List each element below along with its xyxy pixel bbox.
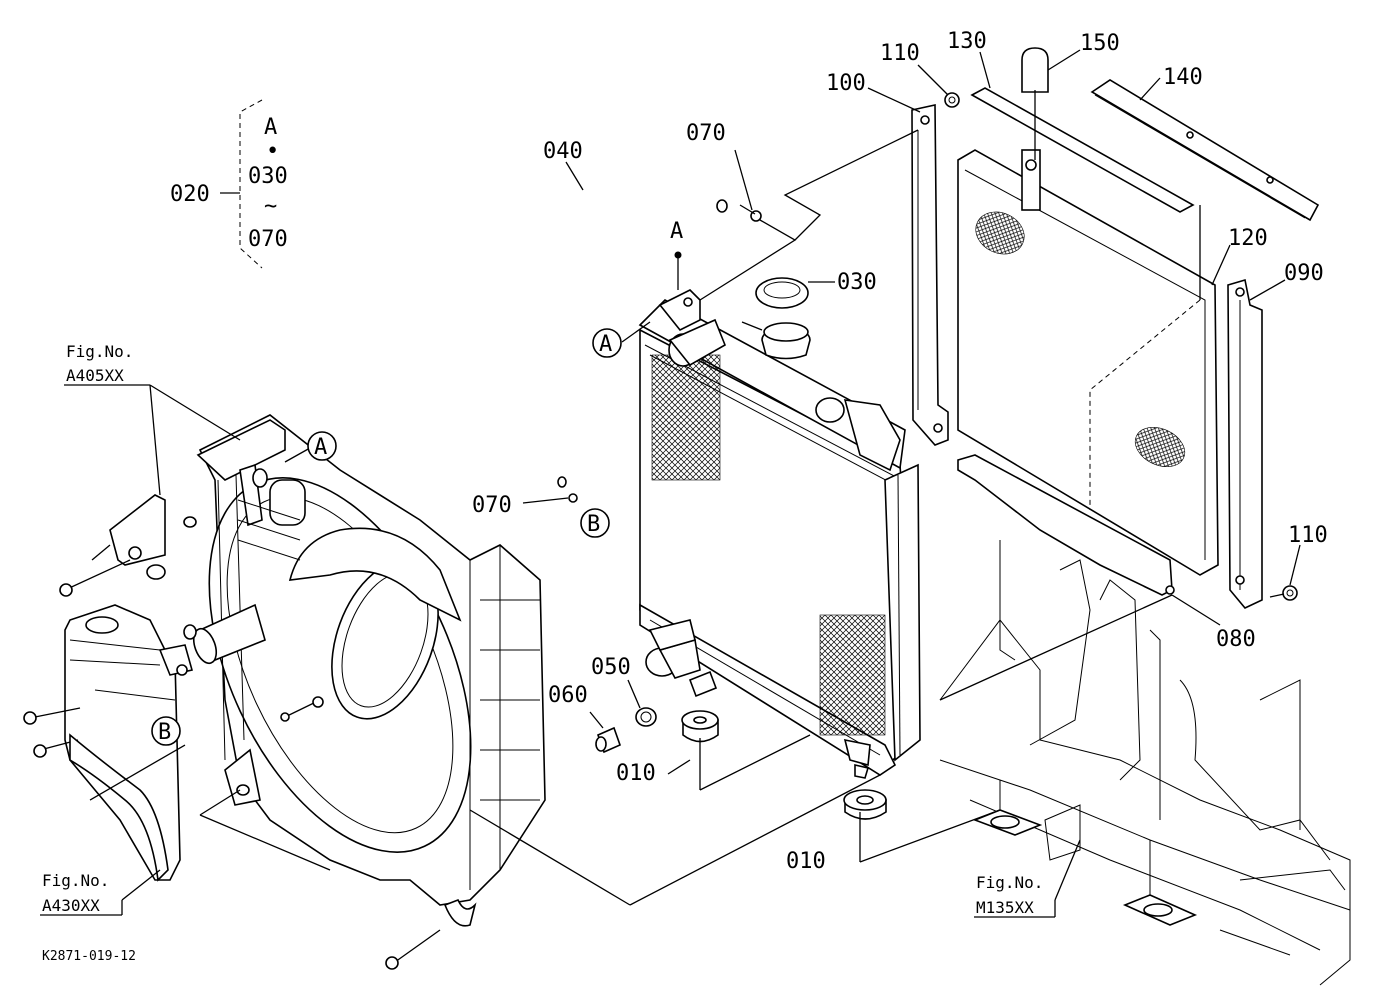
fig-ref-a430[interactable]: Fig.No. A430XX bbox=[40, 871, 123, 916]
screen-mesh-upper bbox=[975, 211, 1025, 255]
marker-b-tank: B bbox=[151, 716, 181, 746]
callout-110-top[interactable]: 110 bbox=[880, 41, 920, 66]
overflow-hose[interactable] bbox=[536, 155, 728, 488]
bolt-bottom[interactable] bbox=[1282, 585, 1298, 601]
top-cover[interactable] bbox=[1090, 79, 1320, 222]
rubber-cushion-lower[interactable] bbox=[843, 789, 887, 820]
callout-090[interactable]: 090 bbox=[1284, 261, 1324, 286]
svg-text:B: B bbox=[587, 512, 600, 537]
hose-clamp[interactable] bbox=[635, 707, 657, 727]
lower-seal-plate[interactable] bbox=[957, 454, 1175, 596]
callout-040[interactable]: 040 bbox=[543, 139, 583, 164]
callout-070-upper[interactable]: 070 bbox=[686, 121, 726, 146]
callout-130[interactable]: 130 bbox=[947, 29, 987, 54]
svg-text:A: A bbox=[670, 219, 683, 244]
svg-text:B: B bbox=[158, 720, 171, 745]
group-bracket-020: 020 A • 030 ~ 070 bbox=[170, 99, 288, 269]
svg-text:A: A bbox=[599, 332, 612, 357]
callout-110-bottom[interactable]: 110 bbox=[1288, 523, 1328, 548]
dust-screen-frame[interactable] bbox=[957, 149, 1219, 576]
seal-strip[interactable] bbox=[970, 87, 1195, 213]
fig-ref-m135[interactable]: Fig.No. M135XX bbox=[974, 873, 1056, 918]
callout-050[interactable]: 050 bbox=[591, 655, 631, 680]
side-bracket-left[interactable] bbox=[911, 104, 949, 446]
screen-mesh-lower bbox=[1134, 427, 1186, 467]
callout-120[interactable]: 120 bbox=[1228, 226, 1268, 251]
radiator-cap[interactable] bbox=[741, 277, 811, 360]
svg-text:M135XX: M135XX bbox=[976, 898, 1034, 917]
drawing-code: K2871-019-12 bbox=[42, 949, 136, 964]
bracket-tilde: ~ bbox=[264, 194, 277, 219]
bolt-top[interactable] bbox=[944, 92, 960, 108]
callout-070-lower[interactable]: 070 bbox=[472, 493, 512, 518]
chassis-frame bbox=[939, 540, 1351, 986]
hose-clip-upper[interactable] bbox=[739, 204, 762, 222]
side-bracket-right[interactable] bbox=[1227, 278, 1263, 609]
callout-060[interactable]: 060 bbox=[548, 683, 588, 708]
marker-b-hose: B bbox=[580, 508, 610, 538]
radiator-core[interactable] bbox=[638, 289, 921, 779]
svg-text:Fig.No.: Fig.No. bbox=[42, 871, 109, 890]
callout-030[interactable]: 030 bbox=[837, 270, 877, 295]
bracket-to: 070 bbox=[248, 227, 288, 252]
bracket-dot: • bbox=[266, 139, 279, 164]
screen-handle[interactable] bbox=[1021, 47, 1049, 93]
svg-text:Fig.No.: Fig.No. bbox=[66, 342, 133, 361]
svg-text:A: A bbox=[314, 435, 327, 460]
callout-020[interactable]: 020 bbox=[170, 182, 210, 207]
callout-080[interactable]: 080 bbox=[1216, 627, 1256, 652]
callout-010-upper[interactable]: 010 bbox=[616, 761, 656, 786]
svg-text:A405XX: A405XX bbox=[66, 366, 124, 385]
svg-text:A430XX: A430XX bbox=[42, 896, 100, 915]
radiator-fins-lower bbox=[819, 614, 886, 736]
callout-140[interactable]: 140 bbox=[1163, 65, 1203, 90]
callout-100[interactable]: 100 bbox=[826, 71, 866, 96]
svg-text:Fig.No.: Fig.No. bbox=[976, 873, 1043, 892]
marker-a-radiator: A bbox=[592, 328, 622, 358]
tank-bracket[interactable] bbox=[59, 494, 197, 597]
radiator-fins-upper bbox=[651, 354, 721, 481]
callout-150[interactable]: 150 bbox=[1080, 31, 1120, 56]
fig-ref-a405[interactable]: Fig.No. A405XX bbox=[64, 342, 150, 386]
hose-clip-lower[interactable] bbox=[568, 493, 578, 503]
callout-010-lower[interactable]: 010 bbox=[786, 849, 826, 874]
bracket-ref-a: A bbox=[264, 115, 277, 140]
drain-plug[interactable] bbox=[595, 726, 622, 754]
marker-a-top: A bbox=[670, 219, 683, 259]
reserve-tank[interactable] bbox=[23, 604, 193, 882]
bracket-from: 030 bbox=[248, 164, 288, 189]
fan-shroud[interactable] bbox=[156, 414, 546, 970]
rubber-cushion-upper[interactable] bbox=[681, 710, 719, 743]
marker-a-shroud: A bbox=[307, 431, 337, 461]
leader-lines bbox=[89, 49, 1301, 906]
